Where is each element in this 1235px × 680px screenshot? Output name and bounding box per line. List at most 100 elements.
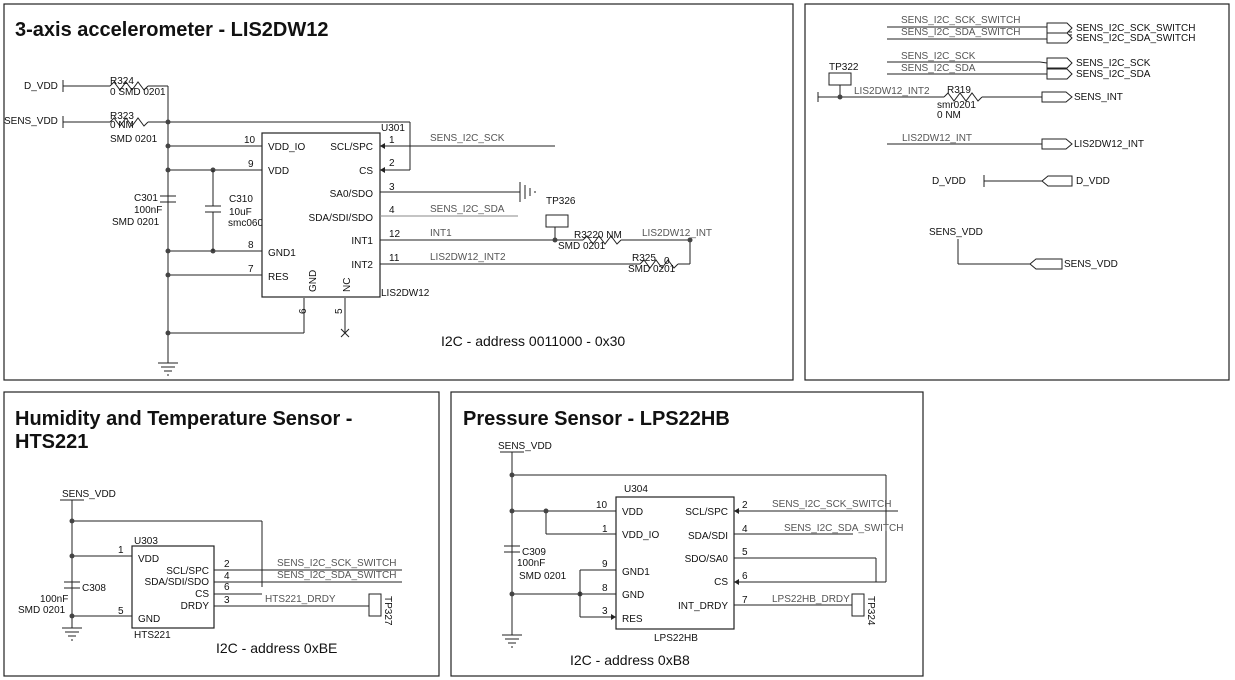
pin-name: INT_DRDY bbox=[678, 601, 728, 612]
hts-title-line2: HTS221 bbox=[15, 431, 88, 453]
r319-resistor bbox=[943, 92, 983, 102]
pin-name: SCL/SPC bbox=[166, 566, 209, 577]
pin-name: VDD_IO bbox=[268, 142, 305, 153]
pin-name: SDA/SDI/SDO bbox=[145, 577, 210, 588]
pin-name: SCL/SPC bbox=[685, 507, 728, 518]
c310-ref: C310 bbox=[229, 194, 253, 205]
u301-ref: U301 bbox=[381, 123, 405, 134]
pin-name: RES bbox=[268, 272, 289, 283]
pin-num: 8 bbox=[248, 240, 254, 251]
tp324-testpoint bbox=[851, 593, 865, 617]
net-row-left: SENS_I2C_SCK bbox=[901, 51, 976, 62]
net-row-right: SENS_I2C_SDA_SWITCH bbox=[1076, 33, 1195, 44]
c301-ref: C301 bbox=[134, 193, 158, 204]
pin-num: 1 bbox=[118, 545, 124, 556]
u301-chip bbox=[261, 132, 381, 298]
r325-ref: R325 bbox=[632, 253, 656, 264]
pin-name: GND1 bbox=[268, 248, 296, 259]
c309-ref: C309 bbox=[522, 547, 546, 558]
hts-drdy-net: HTS221_DRDY bbox=[265, 594, 336, 605]
hts-title-line1: Humidity and Temperature Sensor - bbox=[15, 408, 352, 430]
pin-num: 3 bbox=[224, 595, 230, 606]
r324-resistor bbox=[109, 81, 149, 91]
lps-title: Pressure Sensor - LPS22HB bbox=[463, 408, 730, 430]
hts-sda-net: SENS_I2C_SDA_SWITCH bbox=[277, 570, 396, 581]
pin-name: SCL/SPC bbox=[330, 142, 373, 153]
pin-name: RES bbox=[622, 614, 643, 625]
humidity-panel bbox=[3, 391, 440, 677]
tp326-label: TP326 bbox=[546, 196, 576, 207]
pin-name: INT2 bbox=[351, 260, 373, 271]
pin-num: 10 bbox=[596, 500, 608, 511]
r323-ref: R323 bbox=[110, 111, 134, 122]
pin-num: 12 bbox=[389, 229, 401, 240]
net-row-left: SENS_I2C_SDA_SWITCH bbox=[901, 27, 1020, 38]
pin-name: CS bbox=[359, 166, 373, 177]
accel-title: 3-axis accelerometer - LIS2DW12 bbox=[15, 19, 329, 41]
pin-num: 10 bbox=[244, 135, 256, 146]
hts-scl-net: SENS_I2C_SCK_SWITCH bbox=[277, 558, 396, 569]
c310-pkg: smc0603 bbox=[228, 218, 269, 229]
c301-val: 100nF bbox=[134, 205, 162, 216]
c308-val: 100nF bbox=[40, 594, 68, 605]
pin-name: CS bbox=[714, 577, 728, 588]
int2-left-label: LIS2DW12_INT2 bbox=[854, 86, 930, 97]
pressure-panel bbox=[450, 391, 924, 677]
int2-net: LIS2DW12_INT2 bbox=[430, 252, 506, 263]
c310-capacitor bbox=[204, 205, 222, 213]
pin-num: 9 bbox=[602, 559, 608, 570]
pin-num: 5 bbox=[334, 308, 345, 314]
net-row-left: SENS_I2C_SDA bbox=[901, 63, 976, 74]
net-labels-panel bbox=[804, 3, 1230, 381]
pin-name: VDD_IO bbox=[622, 530, 659, 541]
pin-name: GND1 bbox=[622, 567, 650, 578]
tp327-label: TP327 bbox=[382, 596, 393, 626]
pin-num: 5 bbox=[742, 547, 748, 558]
net-row-right: SENS_I2C_SCK bbox=[1076, 58, 1151, 69]
hts-vdd-label: SENS_VDD bbox=[62, 489, 116, 500]
scl-net: SENS_I2C_SCK bbox=[430, 133, 505, 144]
pin-num: 1 bbox=[602, 524, 608, 535]
pin-name: DRDY bbox=[181, 601, 210, 612]
pin-num: 6 bbox=[224, 582, 230, 593]
net-row-left: SENS_I2C_SCK_SWITCH bbox=[901, 15, 1020, 26]
lps-sda-net: SENS_I2C_SDA_SWITCH bbox=[784, 523, 903, 534]
r319-pkg: smr0201 bbox=[937, 100, 976, 111]
u303-chip bbox=[131, 545, 215, 629]
pin-num: 2 bbox=[742, 500, 748, 511]
r323-val: 0 NM bbox=[110, 120, 134, 131]
pin-name: GND bbox=[138, 614, 160, 625]
accel-address: I2C - address 0011000 - 0x30 bbox=[441, 333, 625, 349]
dvdd-left-label: D_VDD bbox=[932, 176, 966, 187]
u304-ref: U304 bbox=[624, 484, 648, 495]
u303-ref: U303 bbox=[134, 536, 158, 547]
pin-name: NC bbox=[342, 278, 353, 292]
sensvdd-label: SENS_VDD bbox=[4, 116, 58, 127]
tp326-testpoint bbox=[545, 214, 569, 228]
pin-name: SDA/SDI bbox=[688, 531, 728, 542]
r324-ref: R324 bbox=[110, 76, 134, 87]
r324-val: 0 SMD 0201 bbox=[110, 87, 166, 98]
pin-name: INT1 bbox=[351, 236, 373, 247]
pin-name: VDD bbox=[138, 554, 159, 565]
c308-ref: C308 bbox=[82, 583, 106, 594]
u301-name: LIS2DW12 bbox=[381, 288, 430, 299]
tp324-label: TP324 bbox=[865, 596, 876, 626]
pin-num: 5 bbox=[118, 606, 124, 617]
sensvdd-left-label: SENS_VDD bbox=[929, 227, 983, 238]
accelerometer-panel bbox=[3, 3, 794, 381]
pin-num: 2 bbox=[389, 158, 395, 169]
pin-name: VDD bbox=[268, 166, 289, 177]
pin-num: 4 bbox=[224, 571, 230, 582]
pin-num: 1 bbox=[389, 135, 395, 146]
pin-num: 2 bbox=[224, 559, 230, 570]
pin-num: 3 bbox=[602, 606, 608, 617]
tp322-label: TP322 bbox=[829, 62, 859, 73]
pin-num: 7 bbox=[742, 595, 748, 606]
lps-scl-net: SENS_I2C_SCK_SWITCH bbox=[772, 499, 891, 510]
c308-pkg: SMD 0201 bbox=[18, 605, 66, 616]
sda-net: SENS_I2C_SDA bbox=[430, 204, 505, 215]
lps-address: I2C - address 0xB8 bbox=[570, 652, 690, 668]
c309-pkg: SMD 0201 bbox=[519, 571, 567, 582]
r319-val: 0 NM bbox=[937, 110, 961, 121]
